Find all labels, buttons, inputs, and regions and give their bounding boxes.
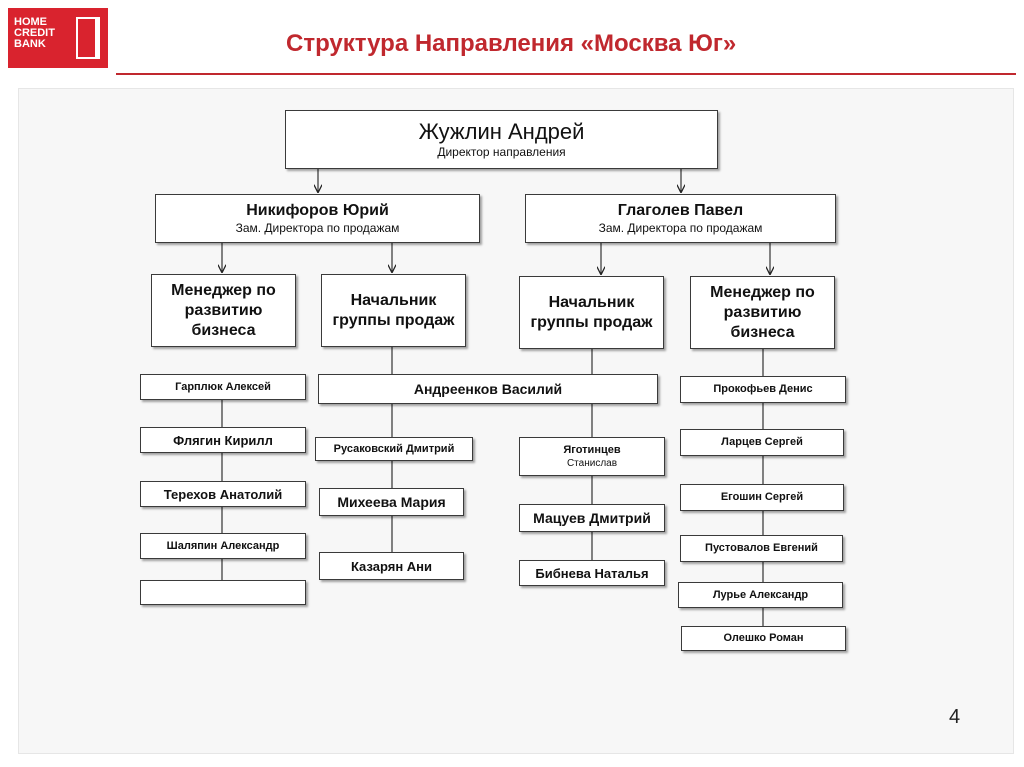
- staff-name: Михеева Мария: [337, 493, 446, 510]
- staff-box: Лурье Александр: [678, 582, 843, 608]
- staff-box: Мацуев Дмитрий: [519, 504, 665, 532]
- deputy-left-box: Никифоров Юрий Зам. Директора по продажа…: [155, 194, 480, 243]
- deputy-right-box: Глаголев Павел Зам. Директора по продажа…: [525, 194, 836, 243]
- unit-sales-left-label: Начальник группы продаж: [332, 291, 455, 329]
- page-number: 4: [949, 706, 961, 728]
- staff-name: Олешко Роман: [723, 632, 804, 644]
- staff-box: Бибнева Наталья: [519, 560, 665, 586]
- staff-name: Флягин Кирилл: [173, 432, 273, 448]
- unit-dev-right-box: Менеджер по развитию бизнеса: [690, 276, 835, 349]
- staff-name: Прокофьев Денис: [713, 383, 813, 395]
- staff-box: Казарян Ани: [319, 552, 464, 580]
- lead-name: Андреенков Василий: [413, 380, 563, 397]
- logo-line-3: BANK: [14, 38, 46, 50]
- page-title: Структура Направления «Москва Юг»: [286, 30, 737, 57]
- staff-name: Лурье Александр: [712, 588, 809, 601]
- staff-name: Пустовалов Евгений: [705, 542, 818, 554]
- deputy-right-name: Глаголев Павел: [617, 202, 744, 219]
- staff-name: Бибнева Наталья: [535, 565, 649, 581]
- logo-text: HOME CREDIT BANK: [14, 17, 74, 50]
- unit-sales-right-box: Начальник группы продаж: [519, 276, 664, 349]
- staff-box: Шаляпин Александр: [140, 533, 306, 559]
- lead-box: Андреенков Василий: [318, 374, 658, 404]
- staff-box: Русаковский Дмитрий: [315, 437, 473, 461]
- staff-box: Прокофьев Денис: [680, 376, 846, 403]
- staff-box: Михеева Мария: [319, 488, 464, 516]
- staff-name: Казарян Ани: [350, 558, 433, 574]
- staff-box: Ларцев Сергей: [680, 429, 844, 456]
- title-divider: [116, 73, 1016, 75]
- staff-name: Шаляпин Александр: [166, 539, 280, 552]
- unit-dev-left-box: Менеджер по развитию бизнеса: [151, 274, 296, 347]
- unit-dev-right-label: Менеджер по развитию бизнеса: [710, 283, 815, 341]
- staff-box: Пустовалов Евгений: [680, 535, 843, 562]
- staff-name: Гарплюк Алексей: [175, 380, 271, 393]
- home-credit-bank-logo: HOME CREDIT BANK: [8, 8, 108, 68]
- empty-staff-box: [140, 580, 306, 605]
- staff-box: Терехов Анатолий: [140, 481, 306, 507]
- deputy-left-name: Никифоров Юрий: [246, 202, 389, 219]
- deputy-right-role: Зам. Директора по продажам: [598, 221, 763, 235]
- staff-name: Мацуев Дмитрий: [533, 509, 651, 526]
- staff-box: Гарплюк Алексей: [140, 374, 306, 400]
- staff-name: Яготинцев: [563, 443, 621, 456]
- unit-sales-right-label: Начальник группы продаж: [530, 293, 653, 331]
- staff-name: Егошин Сергей: [720, 491, 804, 503]
- staff-name: Терехов Анатолий: [163, 486, 283, 502]
- logo-building-mark: [76, 17, 100, 59]
- director-name: Жужлин Андрей: [418, 119, 585, 144]
- director-role: Директор направления: [437, 145, 566, 159]
- unit-dev-left-label: Менеджер по развитию бизнеса: [171, 281, 276, 339]
- staff-name: Ларцев Сергей: [721, 436, 803, 448]
- staff-name: Русаковский Дмитрий: [333, 442, 455, 455]
- staff-box: Олешко Роман: [681, 626, 846, 651]
- director-box: Жужлин Андрей Директор направления: [285, 110, 718, 169]
- staff-box: Яготинцев Станислав: [519, 437, 665, 476]
- deputy-left-role: Зам. Директора по продажам: [235, 221, 400, 235]
- unit-sales-left-box: Начальник группы продаж: [321, 274, 466, 347]
- staff-box: Егошин Сергей: [680, 484, 844, 511]
- staff-box: Флягин Кирилл: [140, 427, 306, 453]
- staff-name-second-line: Станислав: [566, 457, 618, 469]
- logo-line-1: HOME: [14, 16, 47, 28]
- logo-line-2: CREDIT: [14, 27, 55, 39]
